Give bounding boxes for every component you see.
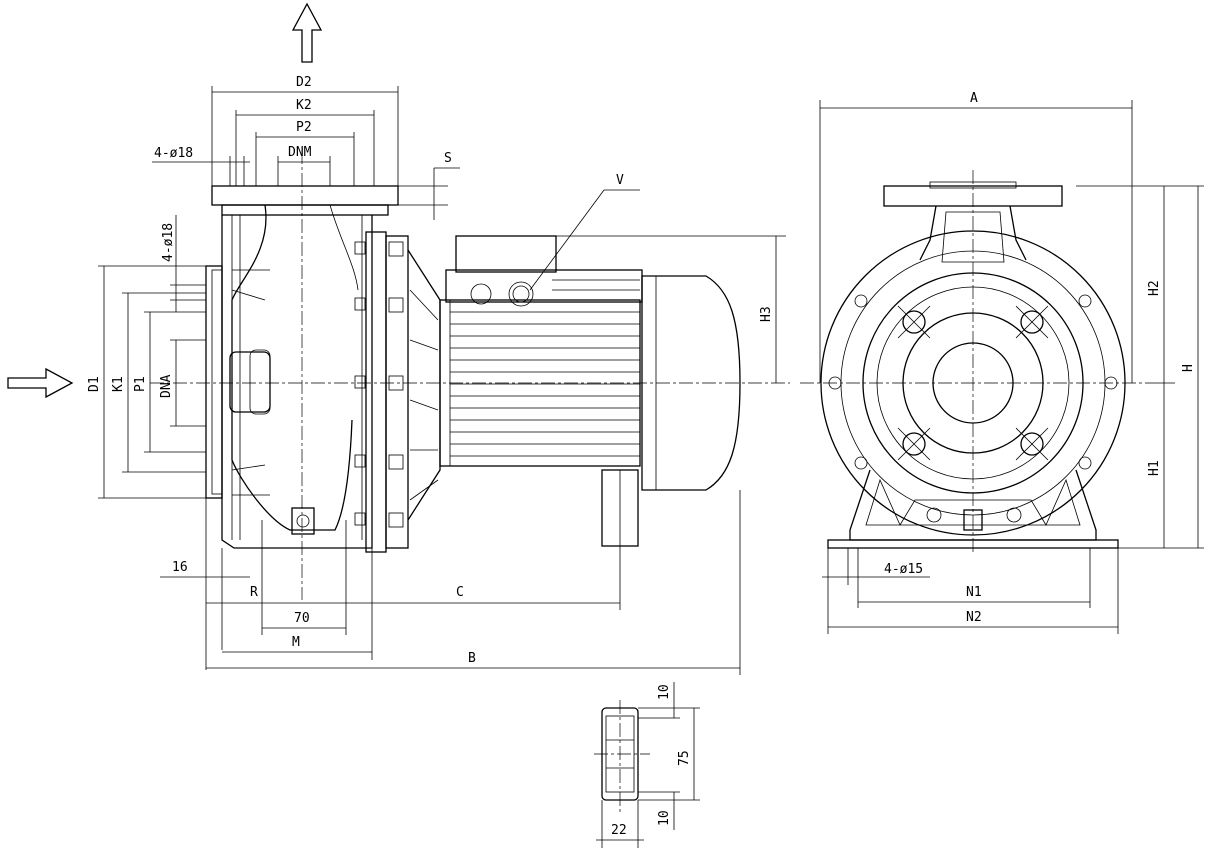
dim-DNA: DNA — [159, 374, 174, 398]
dim-75: 75 — [677, 750, 692, 766]
dim-R: R — [250, 585, 258, 600]
dim-holes-top: 4-ø18 — [154, 146, 193, 161]
dim-K2: K2 — [296, 98, 312, 113]
label-V: V — [616, 173, 624, 188]
dim-22: 22 — [611, 823, 627, 838]
dim-P1: P1 — [133, 376, 148, 392]
side-view-dimensions: D2 K2 P2 DNM 4-ø18 S V H3 D1 K1 P1 DNA 4… — [87, 75, 786, 675]
dim-C: C — [456, 585, 464, 600]
foot-detail-dimensions: 10 75 10 22 — [596, 682, 700, 848]
dim-D2: D2 — [296, 75, 312, 90]
front-view — [800, 170, 1150, 555]
dim-N2: N2 — [966, 610, 982, 625]
dim-10-top: 10 — [657, 684, 672, 700]
dim-P2: P2 — [296, 120, 312, 135]
dim-A: A — [970, 91, 978, 106]
dim-K1: K1 — [111, 376, 126, 392]
outlet-flow-arrow — [291, 2, 323, 63]
dim-holes-side: 4-ø18 — [161, 223, 176, 262]
dim-DNM: DNM — [288, 145, 312, 160]
dim-10-bottom: 10 — [657, 810, 672, 826]
dim-70: 70 — [294, 611, 310, 626]
inlet-flow-arrow — [7, 367, 74, 399]
dim-16: 16 — [172, 560, 188, 575]
dim-holes-base: 4-ø15 — [884, 562, 923, 577]
dim-H1: H1 — [1147, 460, 1162, 476]
dim-D1: D1 — [87, 376, 102, 392]
dim-H2: H2 — [1147, 280, 1162, 296]
front-view-dimensions: A H2 H H1 4-ø15 N1 N2 — [819, 91, 1204, 634]
dim-B: B — [468, 651, 476, 666]
dim-N1: N1 — [966, 585, 982, 600]
dim-S: S — [444, 151, 452, 166]
side-view — [150, 150, 790, 600]
dim-H3: H3 — [759, 306, 774, 322]
dim-H: H — [1181, 364, 1196, 372]
dim-M: M — [292, 635, 300, 650]
foot-detail — [594, 700, 650, 812]
